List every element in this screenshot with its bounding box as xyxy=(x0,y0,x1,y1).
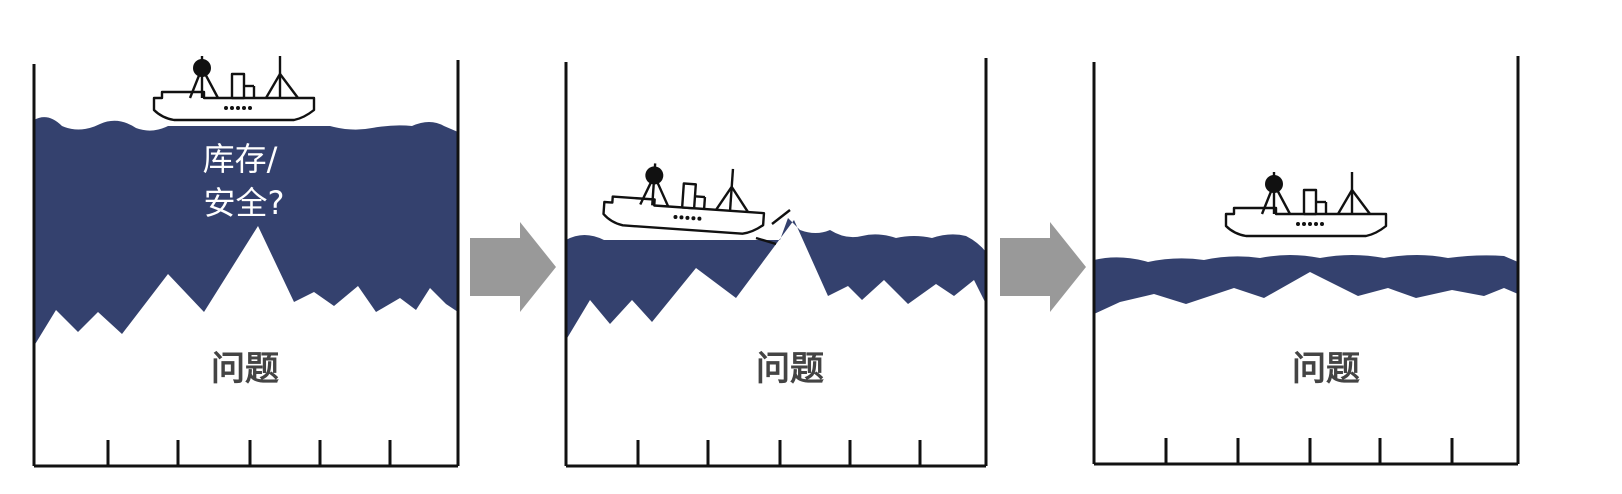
panel-low-water: 问题 xyxy=(1092,56,1520,466)
ship-icon xyxy=(1224,170,1388,238)
water-high-level xyxy=(34,117,458,346)
tank-outline xyxy=(32,60,460,468)
problem-label: 问题 xyxy=(756,349,824,389)
tank-outline xyxy=(564,58,988,468)
water-lowered-level xyxy=(566,218,986,340)
ship-icon xyxy=(601,158,769,237)
problem-label: 问题 xyxy=(1292,349,1360,389)
water-low-level xyxy=(1094,255,1518,314)
panel-lowered-water: 问题 xyxy=(564,58,988,468)
collision-mark-icon xyxy=(755,209,791,246)
water-label-line-1: 库存/ xyxy=(203,140,278,178)
water-label-line-2: 安全? xyxy=(204,184,285,222)
ship-icon xyxy=(152,54,316,122)
tank-outline xyxy=(1092,56,1520,466)
panel-high-water: 库存/ 安全? 问题 xyxy=(32,54,460,468)
arrow-right-icon xyxy=(1000,222,1086,312)
arrow-right-icon xyxy=(470,222,556,312)
problem-label: 问题 xyxy=(211,349,279,389)
